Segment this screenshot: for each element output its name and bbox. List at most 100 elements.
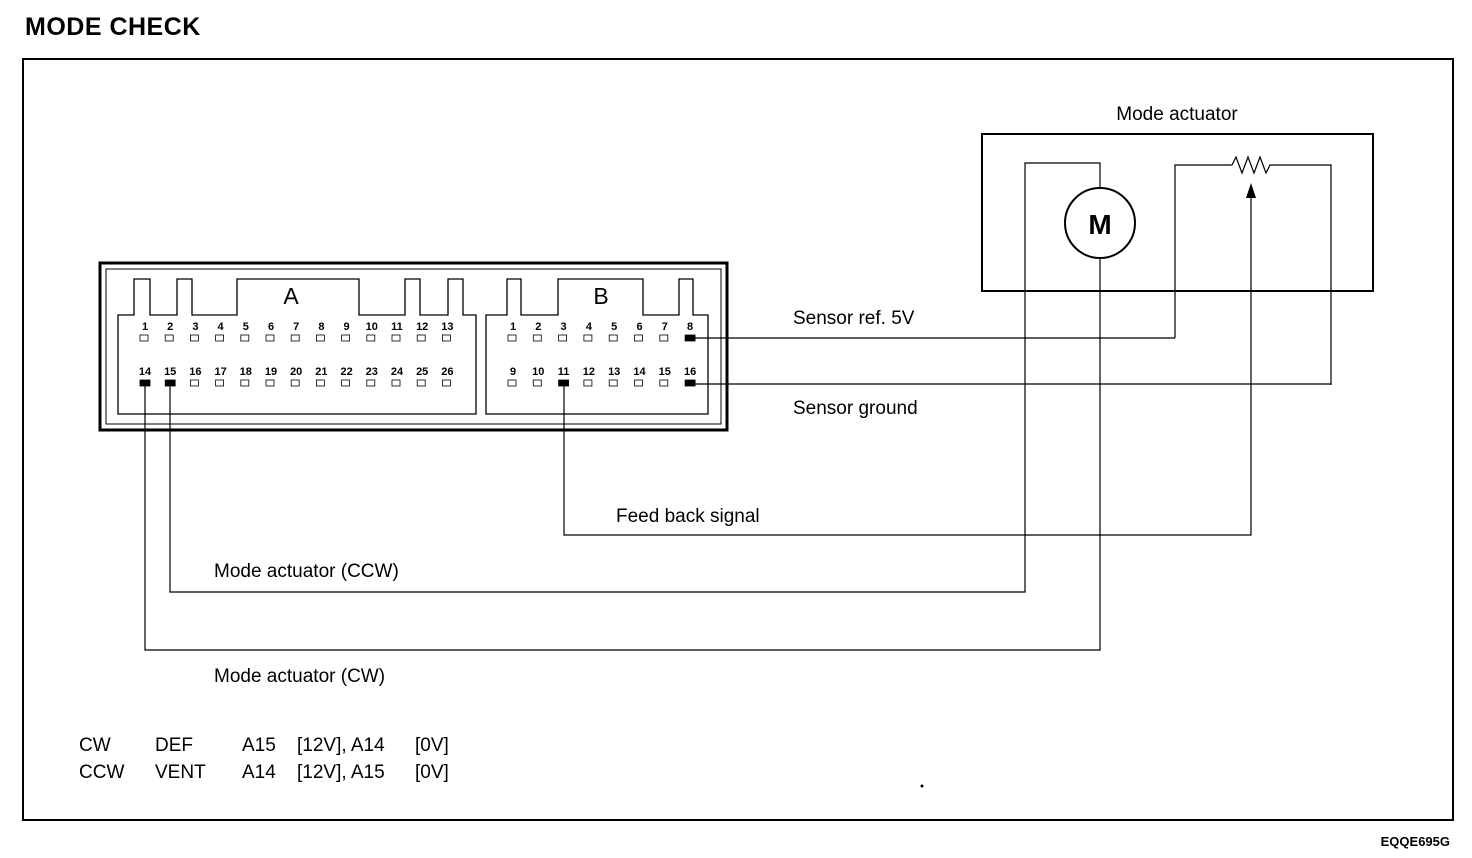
pin-terminal: [366, 334, 376, 342]
pin-number: 13: [441, 321, 453, 333]
pin-terminal: [583, 379, 593, 387]
pin-terminal: [265, 379, 275, 387]
table-cell: [0V]: [415, 735, 449, 756]
page-title: MODE CHECK: [25, 13, 201, 41]
pin-terminal: [341, 379, 351, 387]
pin-terminal: [416, 379, 426, 387]
pin-terminal: [441, 379, 451, 387]
pin-number: 2: [535, 321, 541, 333]
diagram-frame: [22, 58, 1454, 821]
pin-number: 15: [164, 366, 176, 378]
table-cell: CCW: [79, 762, 124, 783]
pin-terminal: [583, 334, 593, 342]
pin-used: [684, 379, 696, 387]
pin-terminal: [215, 334, 225, 342]
label-sensor-ref: Sensor ref. 5V: [793, 308, 915, 329]
pin-number: 25: [416, 366, 428, 378]
pin-terminal: [659, 379, 669, 387]
pin-number: 20: [290, 366, 302, 378]
pin-terminal: [189, 334, 199, 342]
pin-terminal: [164, 334, 174, 342]
pin-number: 5: [611, 321, 617, 333]
pin-terminal: [634, 379, 643, 387]
pin-number: 8: [687, 321, 693, 333]
pin-number: 14: [633, 366, 646, 378]
pin-terminal: [290, 379, 300, 387]
connector-housing: [98, 261, 729, 432]
connector-a-outline: [117, 278, 477, 415]
potentiometer-icon: [1174, 155, 1332, 385]
pin-number: 14: [139, 366, 152, 378]
pin-number: 16: [189, 366, 201, 378]
pin-number: 7: [662, 321, 668, 333]
pin-number: 24: [391, 366, 404, 378]
pin-number: 4: [586, 321, 593, 333]
motor-letter: M: [1088, 209, 1111, 240]
connector-b-outline: [485, 278, 709, 415]
pin-terminal: [391, 379, 401, 387]
pin-number: 11: [558, 366, 570, 378]
pin-terminal: [139, 334, 149, 342]
pin-number: 23: [366, 366, 378, 378]
pin-number: 1: [510, 321, 516, 333]
pin-terminal: [215, 379, 225, 387]
pin-number: 10: [366, 321, 378, 333]
wire-feedback: [563, 190, 1252, 536]
pin-terminal: [416, 334, 426, 342]
pin-terminal: [507, 379, 517, 387]
pin-terminal: [659, 334, 669, 342]
table-cell: A15: [242, 735, 276, 756]
pin-number: 10: [532, 366, 544, 378]
pin-terminal: [240, 334, 250, 342]
pin-terminal: [240, 379, 250, 387]
actuator-box: [981, 133, 1374, 292]
pin-number: 6: [268, 321, 274, 333]
pin-number: 13: [608, 366, 620, 378]
pin-number: 16: [684, 366, 696, 378]
pin-terminal: [532, 334, 542, 342]
pin-terminal: [558, 334, 567, 342]
pin-number: 9: [510, 366, 516, 378]
pin-number: 26: [441, 366, 453, 378]
pin-terminal: [315, 334, 325, 342]
connector-a-letter: A: [283, 283, 299, 309]
pin-number: 3: [561, 321, 567, 333]
pin-number: 18: [240, 366, 252, 378]
pin-number: 11: [391, 321, 403, 333]
pin-terminal: [391, 334, 401, 342]
pin-number: 19: [265, 366, 277, 378]
wire-cw: [144, 258, 1101, 651]
table-cell: DEF: [155, 735, 193, 756]
pin-terminal: [608, 334, 618, 342]
pin-number: 8: [318, 321, 324, 333]
pin-number: 3: [192, 321, 198, 333]
table-cell: [12V], A14: [297, 735, 385, 756]
table-cell: CW: [79, 735, 111, 756]
pin-terminal: [315, 379, 325, 387]
pin-number: 9: [344, 321, 350, 333]
label-sensor-ground: Sensor ground: [793, 398, 918, 419]
pin-number: 12: [416, 321, 428, 333]
actuator-label: Mode actuator: [1116, 104, 1238, 125]
pin-terminal: [441, 334, 451, 342]
pin-number: 12: [583, 366, 595, 378]
stray-dot: [920, 784, 924, 788]
pin-number: 7: [293, 321, 299, 333]
table-cell: VENT: [155, 762, 206, 783]
pin-number: 6: [636, 321, 642, 333]
pin-number: 17: [214, 366, 226, 378]
pin-terminal: [341, 334, 351, 342]
pin-number: 2: [167, 321, 173, 333]
pin-number: 1: [142, 321, 148, 333]
pin-number: 15: [659, 366, 671, 378]
label-ccw: Mode actuator (CCW): [214, 561, 399, 582]
pin-terminal: [290, 334, 300, 342]
table-cell: A14: [242, 762, 276, 783]
pin-terminal: [366, 379, 376, 387]
connector-b-letter: B: [593, 283, 608, 309]
table-row: CW DEF A15 [12V], A14 [0V]: [79, 735, 449, 756]
label-cw: Mode actuator (CW): [214, 666, 385, 687]
pin-terminal: [507, 334, 517, 342]
